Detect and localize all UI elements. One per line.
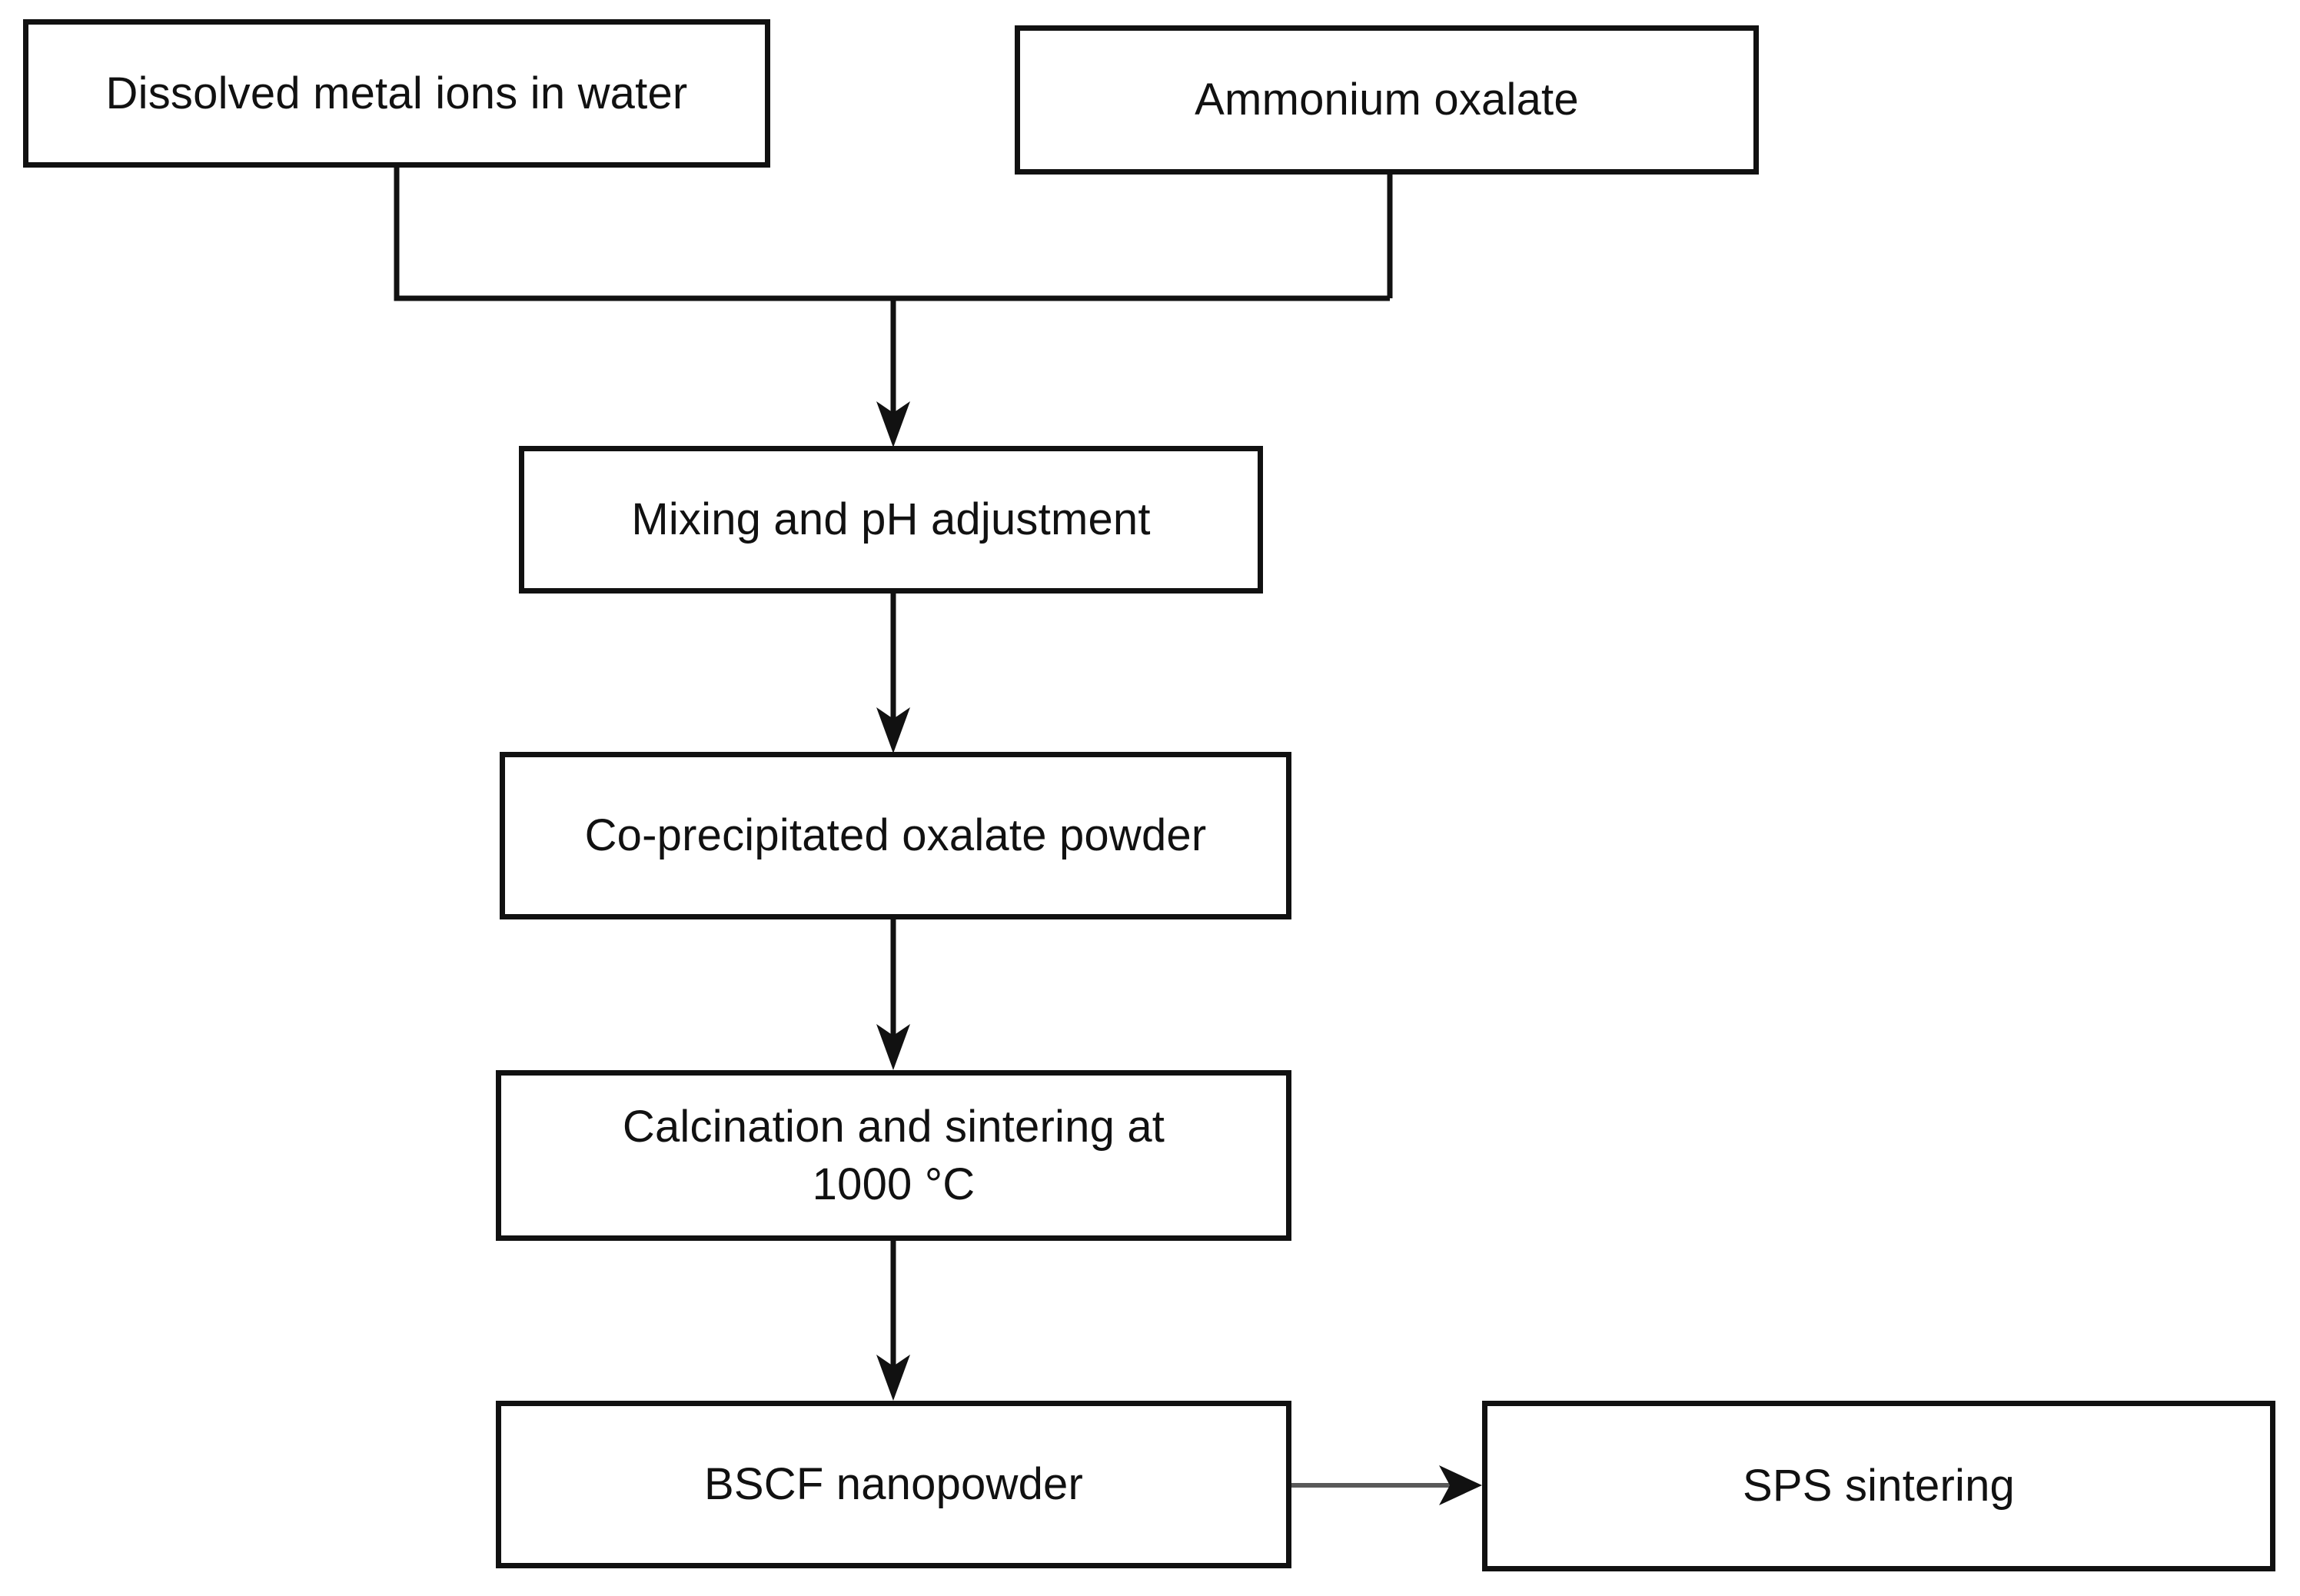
node-bscf-nanopowder[interactable]: BSCF nanopowder [496, 1401, 1291, 1568]
arrowhead-calcination-to-bscf [876, 1355, 910, 1401]
node-mixing-ph-adjustment[interactable]: Mixing and pH adjustment [519, 446, 1263, 594]
node-sps-sintering[interactable]: SPS sintering [1482, 1401, 2275, 1571]
node-dissolved-metal-ions[interactable]: Dissolved metal ions in water [23, 19, 770, 168]
node-co-precipitated-oxalate-powder[interactable]: Co-precipitated oxalate powder [500, 752, 1291, 919]
arrowhead-junction-to-mixing [876, 401, 910, 447]
node-calcination-sintering[interactable]: Calcination and sintering at 1000 °C [496, 1070, 1291, 1241]
node-ammonium-oxalate[interactable]: Ammonium oxalate [1015, 25, 1759, 175]
arrowhead-mixing-to-coprecipitated [876, 707, 910, 753]
edge-dissolved-to-junction [394, 168, 1390, 301]
arrowhead-coprecipitated-to-calcination [876, 1024, 910, 1070]
arrowhead-bscf-to-sps [1439, 1465, 1482, 1505]
